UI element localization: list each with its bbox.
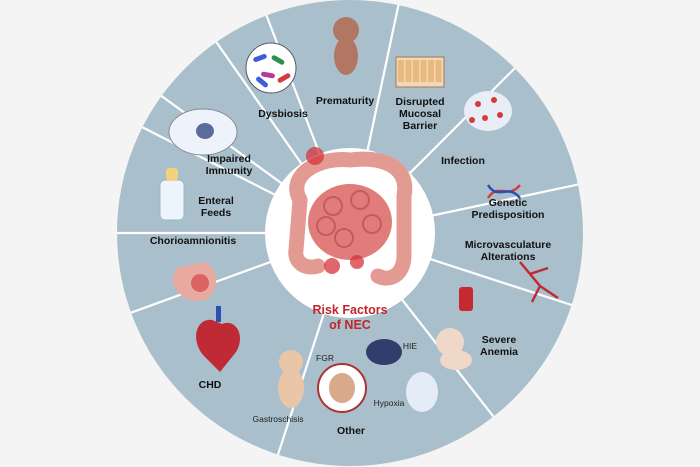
epithelial-cell-icon <box>428 60 434 82</box>
intestine-loop-illustration <box>334 228 354 248</box>
epithelial-cell-icon <box>420 60 427 82</box>
bacteria-icon <box>277 73 291 83</box>
pathogen-icon <box>491 97 497 103</box>
heart-vessel-icon <box>216 306 221 322</box>
epithelial-cell-icon <box>405 60 412 82</box>
label-hie: HIE <box>402 341 418 351</box>
segment-divider <box>405 67 516 178</box>
dysbiosis-icon <box>245 42 297 94</box>
epithelial-cell-icon <box>398 60 404 82</box>
necrosis-spot-illustration <box>324 258 340 274</box>
label-infection: Infection <box>441 155 485 167</box>
immune-cell-nucleus-icon <box>196 123 214 139</box>
label-severe-anemia: Severe Anemia <box>480 334 518 358</box>
epithelial-cell-icon <box>435 60 442 82</box>
pathogen-icon <box>482 115 488 121</box>
colon-ascending-illustration <box>288 192 326 275</box>
segment-divider <box>141 126 280 198</box>
necrosis-spot-illustration <box>350 255 364 269</box>
label-hypoxia: Hypoxia <box>373 398 405 408</box>
bacteria-icon <box>256 76 268 88</box>
center-title: Risk Factors of NEC <box>312 303 388 332</box>
segment-divider <box>365 4 400 155</box>
label-disrupted-mucosal-barrier: Disrupted Mucosal Barrier <box>395 96 445 132</box>
label-genetic-predisposition: Genetic Predisposition <box>471 197 545 221</box>
intestine-loop-illustration <box>323 196 343 216</box>
bacteria-icon <box>261 71 275 79</box>
intestine-loop-illustration <box>316 216 336 236</box>
prematurity-fetus-icon <box>333 17 359 43</box>
gastroschisis-body-icon <box>278 368 304 408</box>
wheel-icons <box>159 17 559 413</box>
dna-strand-icon <box>486 184 521 199</box>
pathogen-icon <box>497 112 503 118</box>
segment-divider <box>265 15 323 159</box>
intestine-loop-illustration <box>350 190 370 210</box>
necrosis-spot-illustration <box>306 147 324 165</box>
heart-icon <box>196 319 241 372</box>
brain-icon <box>366 339 402 365</box>
hypoxia-fetus-icon <box>406 372 438 412</box>
bacteria-icon <box>253 53 267 63</box>
epithelial-cell-icon <box>413 60 419 82</box>
gastroschisis-fetus-icon <box>279 350 303 374</box>
segment-divider <box>425 256 572 307</box>
colon-illustration <box>289 151 413 286</box>
label-fgr: FGR <box>316 353 334 363</box>
bottle-icon <box>159 179 185 221</box>
intestine-loop-illustration <box>362 214 382 234</box>
label-impaired-immunity: Impaired Immunity <box>205 153 253 177</box>
bacteria-icon <box>271 55 285 65</box>
label-gastroschisis: Gastroschisis <box>252 414 304 424</box>
label-enteral-feeds: Enteral Feeds <box>198 195 234 219</box>
infection-icon <box>464 91 512 131</box>
center-intestine-illustration <box>288 147 413 286</box>
infant-body-icon <box>440 350 472 370</box>
infant-head-icon <box>436 328 464 356</box>
pathogen-icon <box>475 101 481 107</box>
segment-divider <box>428 183 579 218</box>
label-microvasculature-alterations: Microvasculature Alterations <box>464 239 552 263</box>
prematurity-fetus-body-icon <box>334 37 358 75</box>
bottle-nipple-icon <box>166 168 178 181</box>
label-chorioamnionitis: Chorioamnionitis <box>149 235 237 247</box>
pathogen-icon <box>469 117 475 123</box>
blood-vessel-icon <box>519 261 559 303</box>
label-other: Other <box>336 425 366 437</box>
blood-bag-icon <box>459 287 473 311</box>
label-chd: CHD <box>198 379 222 391</box>
fgr-fetus-icon <box>329 373 355 403</box>
small-intestine-illustration <box>308 184 392 260</box>
segment-divider <box>215 41 306 169</box>
label-prematurity: Prematurity <box>315 95 375 107</box>
label-dysbiosis: Dysbiosis <box>258 108 308 120</box>
inflammation-icon <box>191 274 209 292</box>
